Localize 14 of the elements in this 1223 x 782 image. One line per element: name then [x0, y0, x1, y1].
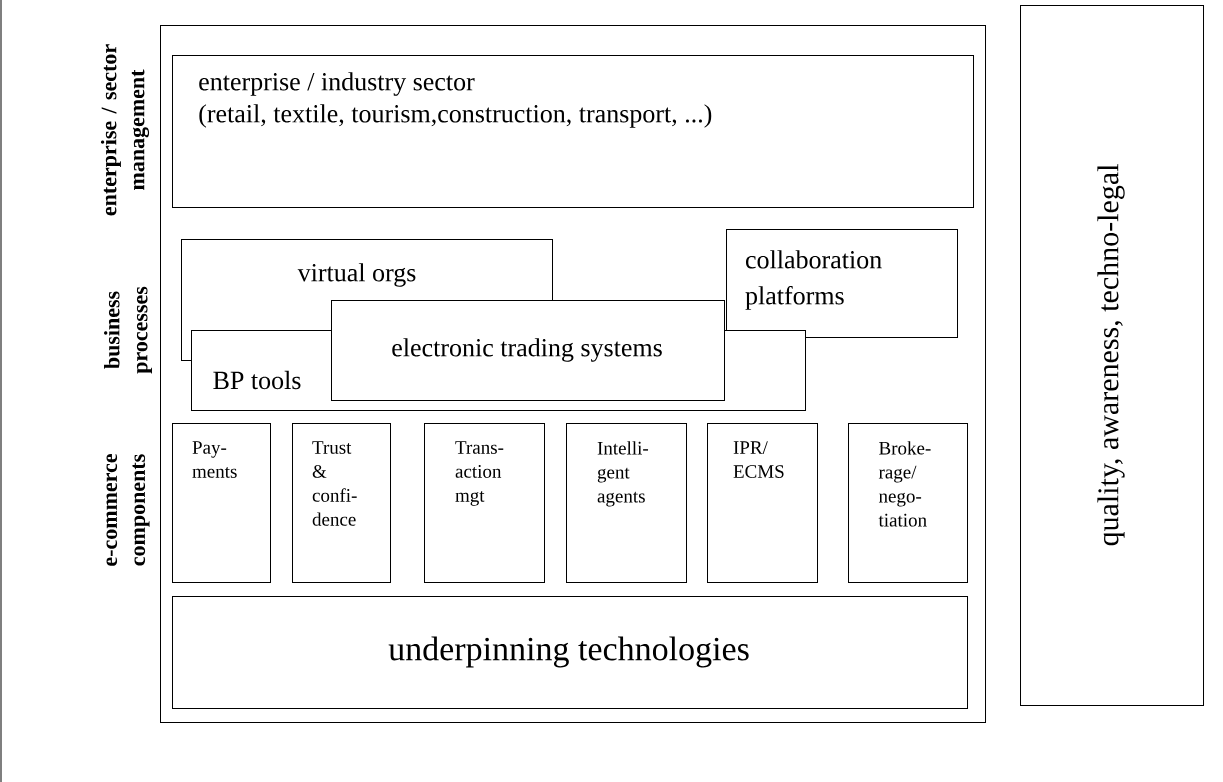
component-box: Broke- rage/ nego- tiation [848, 423, 968, 583]
process-box: electronic trading systems [331, 300, 725, 401]
layer-box: underpinning technologies [172, 596, 968, 709]
layer-box: enterprise / industry sector (retail, textile, tourism,construction, transport, ...) [172, 55, 974, 208]
layer-label: e-commerce components [106, 454, 150, 566]
layer-label: business processes [104, 286, 152, 374]
component-box: Trans- action mgt [424, 423, 545, 583]
component-box: IPR/ ECMS [707, 423, 818, 583]
component-box: Intelli- gent agents [566, 423, 687, 583]
side-panel: quality, awareness, techno-legal [1020, 5, 1204, 706]
process-box: collaboration platforms [726, 229, 958, 338]
layer-label: enterprise / sector management [100, 44, 150, 216]
component-box: Trust & confi- dence [292, 423, 391, 583]
component-box: Pay- ments [172, 423, 271, 583]
